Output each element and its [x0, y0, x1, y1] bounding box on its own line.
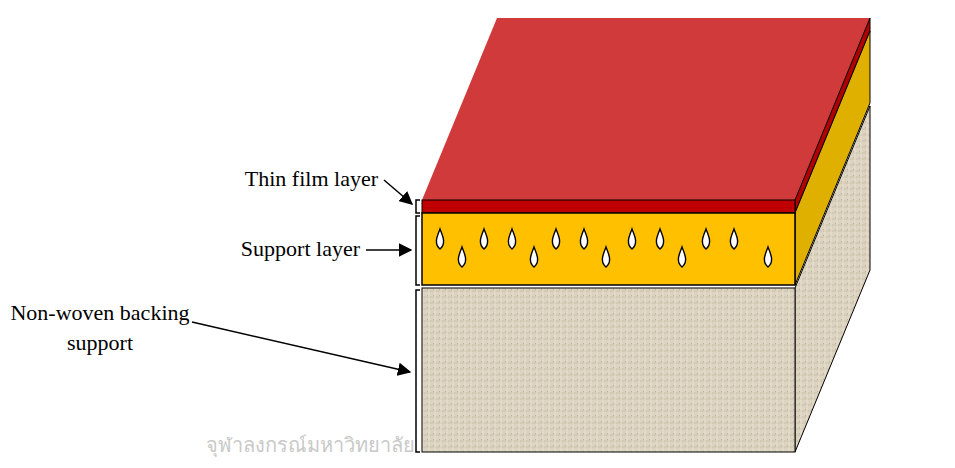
pore — [656, 229, 663, 249]
pore — [702, 229, 709, 249]
pore — [436, 229, 443, 249]
backing-side — [795, 106, 870, 452]
pore — [764, 247, 771, 267]
pore — [530, 247, 537, 267]
pore — [552, 229, 559, 249]
top-face — [422, 18, 870, 200]
film-front — [422, 200, 795, 213]
support-front — [422, 213, 795, 285]
pore — [508, 229, 515, 249]
film-bracket — [416, 200, 420, 213]
backing-front — [422, 288, 795, 452]
layer-label: Non-woven backing support — [10, 298, 190, 358]
backing-bracket — [416, 290, 420, 452]
leader-arrow — [192, 322, 410, 372]
pore — [602, 247, 609, 267]
pore — [580, 229, 587, 249]
pore — [480, 229, 487, 249]
support-bracket — [416, 216, 420, 285]
layer-label: Thin film layer — [245, 164, 378, 194]
pore — [628, 229, 635, 249]
leader-arrow — [366, 249, 411, 251]
layer-label: Support layer — [241, 234, 360, 264]
pores — [436, 229, 771, 267]
pore — [730, 229, 737, 249]
pore — [458, 247, 465, 267]
pore — [678, 247, 685, 267]
watermark: จุฬาลงกรณ์มหาวิทยาลัย — [206, 430, 415, 460]
leader-arrow — [384, 180, 412, 204]
